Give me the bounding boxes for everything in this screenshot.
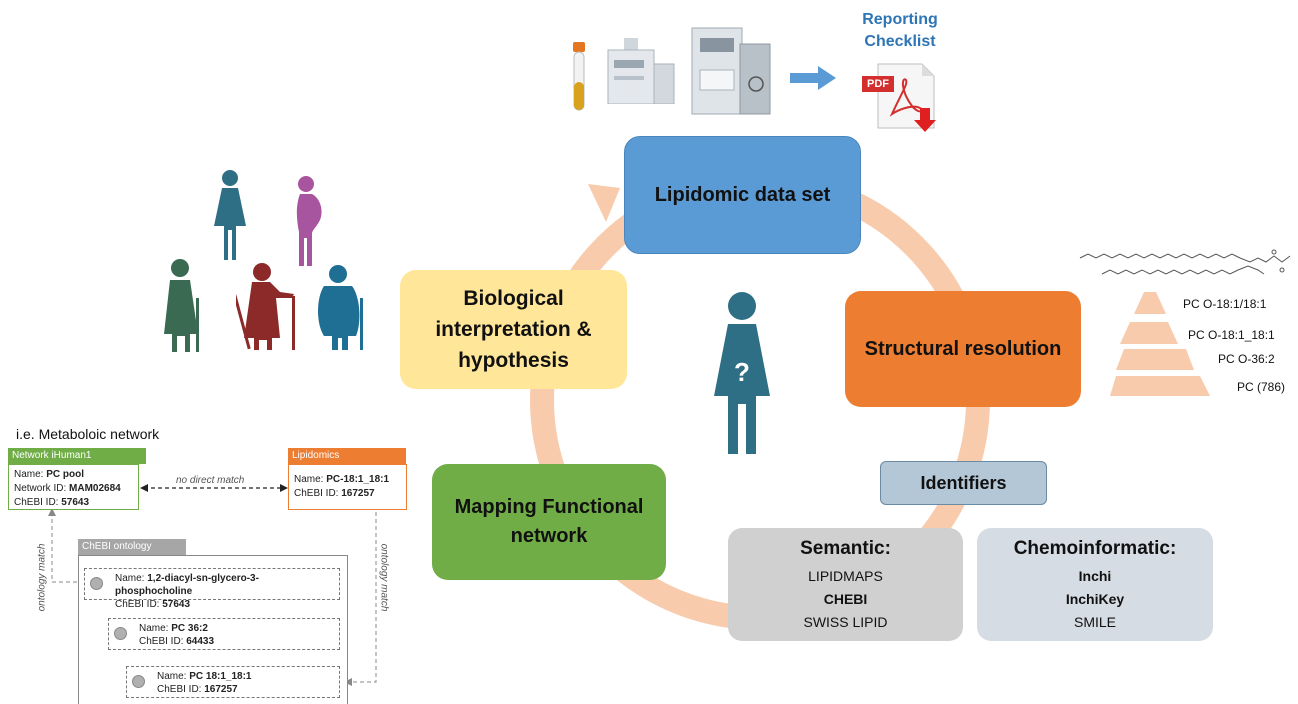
ontology-entry: Name: PC 36:2 ChEBI ID: 64433 — [108, 618, 340, 650]
semantic-item: LIPIDMAPS — [808, 568, 883, 584]
ontology-entry-name-value: PC 36:2 — [171, 623, 208, 634]
ihuman-netid-value: MAM02684 — [69, 483, 121, 494]
pyramid-label-3: PC O-36:2 — [1218, 352, 1275, 366]
pyramid-label-4: PC (786) — [1237, 380, 1286, 394]
ontology-node-dot — [114, 627, 127, 640]
chemoinformatic-item: SMILE — [1073, 614, 1116, 630]
chromatograph-icon — [607, 38, 675, 104]
pyramid-level-3 — [1116, 349, 1194, 370]
semantic-item: SWISS LIPID — [803, 614, 888, 630]
ontology-entry-chebi-value: 167257 — [204, 684, 238, 695]
identifiers-label: Identifiers — [880, 461, 1047, 505]
pyramid-label-1: PC O-18:1/18:1 — [1183, 297, 1267, 311]
ihuman-header: Network iHuman1 — [8, 448, 146, 464]
mapping-functional-network-box: Mapping Functional network — [432, 464, 666, 580]
biological-line2: interpretation & — [435, 318, 592, 341]
ihuman-name-label: Name: — [14, 469, 44, 480]
lipid-structure-icon — [1079, 249, 1291, 275]
reporting-line2: Checklist — [864, 33, 936, 50]
mapping-line1: Mapping Functional — [454, 496, 644, 518]
ontology-match-left-label: ontology match — [36, 543, 48, 612]
cycle-arrowhead — [588, 184, 620, 222]
semantic-card: Semantic: LIPIDMAPS CHEBI SWISS LIPID — [728, 528, 963, 641]
mass-spectrometer-icon — [691, 27, 771, 115]
ontology-match-right-label: ontology match — [378, 543, 390, 612]
elderly-man-cane-icon — [318, 265, 363, 350]
no-direct-match-label: no direct match — [176, 475, 245, 486]
chemoinformatic-card: Chemoinformatic: Inchi InchiKey SMILE — [977, 528, 1213, 641]
ontology-entry-chebi-label: ChEBI ID: — [139, 636, 184, 647]
ontology-entry-name-value: 1,2-diacyl-sn-glycero-3-phosphocholine — [115, 573, 259, 597]
lipidomics-header: Lipidomics — [288, 448, 406, 464]
chemoinformatic-item: Inchi — [1078, 568, 1112, 584]
pdf-label: PDF — [862, 76, 894, 92]
pdf-icon: PDF — [862, 62, 942, 134]
woman-person-icon — [214, 170, 246, 260]
ihuman-name-value: PC pool — [46, 469, 85, 480]
ihuman-chebi-label: ChEBI ID: — [14, 497, 59, 508]
ontology-entry-chebi-value: 57643 — [162, 599, 191, 610]
lipidomic-data-set-box: Lipidomic data set — [624, 136, 861, 254]
semantic-title: Semantic: — [800, 538, 891, 559]
reporting-checklist-title: Reporting Checklist — [840, 9, 960, 53]
biological-line3: hypothesis — [458, 349, 569, 372]
ontology-node-dot — [90, 577, 103, 590]
structural-resolution-box: Structural resolution — [845, 291, 1081, 407]
lipidomics-chebi-value: 167257 — [341, 488, 375, 499]
semantic-item: CHEBI — [823, 591, 868, 607]
pregnant-woman-icon — [296, 176, 322, 266]
ontology-entry: Name: PC 18:1_18:1 ChEBI ID: 167257 — [126, 666, 340, 698]
ontology-entry-name-label: Name: — [157, 671, 187, 682]
structural-pyramid — [1110, 292, 1210, 396]
arrow-right-icon — [790, 66, 836, 90]
chebi-ontology-header: ChEBI ontology — [78, 539, 186, 555]
ihuman-node: Name: PC pool Network ID: MAM02684 ChEBI… — [8, 464, 139, 510]
ontology-entry-name-label: Name: — [115, 573, 145, 584]
lipidomics-name-value: PC-18:1_18:1 — [326, 474, 390, 485]
question-mark: ? — [734, 357, 750, 387]
reporting-line1: Reporting — [862, 11, 938, 28]
lipidomics-chebi-label: ChEBI ID: — [294, 488, 339, 499]
lipidomics-node: Name: PC-18:1_18:1 ChEBI ID: 167257 — [288, 464, 407, 510]
biological-interpretation-box: Biological interpretation & hypothesis — [400, 270, 627, 389]
ontology-entry-chebi-label: ChEBI ID: — [157, 684, 202, 695]
elderly-woman-cane-icon — [236, 263, 295, 350]
ontology-node-dot — [132, 675, 145, 688]
ontology-entry-chebi-label: ChEBI ID: — [115, 599, 160, 610]
lipidomics-name-label: Name: — [294, 474, 324, 485]
ontology-entry-name-label: Name: — [139, 623, 169, 634]
ontology-entry: Name: 1,2-diacyl-sn-glycero-3-phosphocho… — [84, 568, 340, 610]
chemoinformatic-item: InchiKey — [1065, 591, 1125, 607]
biological-line1: Biological — [463, 287, 564, 310]
elderly-woman-icon — [164, 259, 199, 352]
ontology-entry-name-value: PC 18:1_18:1 — [189, 671, 252, 682]
sample-tube-icon — [573, 42, 585, 111]
ontology-entry-chebi-value: 64433 — [186, 636, 215, 647]
pyramid-level-4 — [1110, 376, 1210, 396]
ihuman-chebi-value: 57643 — [61, 497, 90, 508]
ihuman-netid-label: Network ID: — [14, 483, 67, 494]
pyramid-level-1 — [1134, 292, 1166, 314]
chemoinformatic-title: Chemoinformatic: — [1013, 538, 1177, 559]
unknown-person-icon — [714, 292, 770, 454]
metabolic-network-caption: i.e. Metaboloic network — [16, 426, 160, 442]
pyramid-label-2: PC O-18:1_18:1 — [1188, 328, 1275, 342]
pyramid-level-2 — [1120, 322, 1178, 344]
mapping-line2: network — [510, 525, 588, 547]
